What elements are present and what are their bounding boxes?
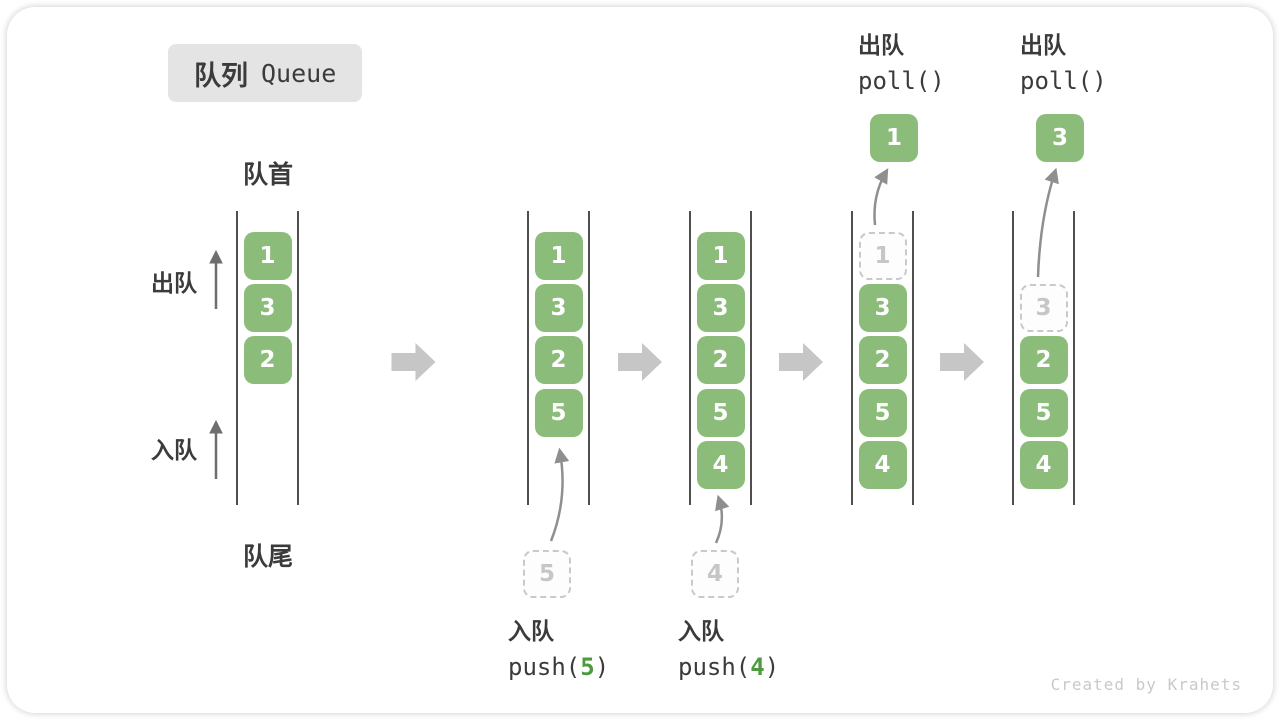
queue-item: 4 — [858, 441, 907, 489]
label-queue-rear: 队尾 — [243, 543, 294, 571]
title-badge: 队列 Queue — [168, 44, 363, 102]
queue-item: 1 — [696, 232, 745, 280]
queue-item: 2 — [696, 336, 745, 384]
operation-poll-2-cn: 出队 — [1020, 32, 1066, 58]
push-4-arg: 4 — [750, 653, 765, 681]
queue-item: 3 — [858, 284, 907, 332]
operation-push-5: 入队 push(5) — [508, 612, 609, 681]
operation-poll-2-code: poll() — [1020, 67, 1107, 95]
push-5-arg: 5 — [580, 653, 595, 681]
operation-poll-1-cn: 出队 — [858, 32, 904, 58]
queue-item: 2 — [243, 336, 292, 384]
staged-item-5: 5 — [523, 550, 571, 598]
queue-item: 3 — [243, 284, 292, 332]
queue-item: 5 — [696, 389, 745, 437]
diagram-card — [7, 7, 1273, 713]
operation-push-5-cn: 入队 — [508, 618, 554, 644]
queue-item: 3 — [534, 284, 583, 332]
watermark: Created by Krahets — [1050, 675, 1242, 694]
label-dequeue-side: 出队 — [151, 270, 197, 296]
operation-poll-1-code: poll() — [858, 67, 945, 95]
queue-item: 5 — [534, 389, 583, 437]
queue-item: 1 — [534, 232, 583, 280]
operation-push-4-cn: 入队 — [678, 618, 724, 644]
operation-push-4: 入队 push(4) — [678, 612, 779, 681]
queue-item: 4 — [1019, 441, 1068, 489]
label-queue-front: 队首 — [243, 161, 294, 189]
title-en: Queue — [261, 58, 337, 88]
staged-item-4: 4 — [691, 550, 739, 598]
operation-push-5-code: push(5) — [508, 653, 610, 681]
dequeued-item-3: 3 — [1036, 114, 1084, 162]
operation-poll-1: 出队 poll() — [858, 26, 945, 95]
operation-push-4-code: push(4) — [678, 653, 780, 681]
operation-poll-2: 出队 poll() — [1020, 26, 1107, 95]
queue-slot-dashed: 3 — [1019, 284, 1068, 332]
queue-slot-dashed: 1 — [858, 232, 907, 280]
queue-item: 5 — [858, 389, 907, 437]
queue-item: 2 — [1019, 336, 1068, 384]
dequeued-item-1: 1 — [870, 114, 918, 162]
title-cn: 队列 — [194, 60, 248, 91]
queue-item: 3 — [696, 284, 745, 332]
queue-item: 2 — [858, 336, 907, 384]
queue-item: 4 — [696, 441, 745, 489]
queue-item: 5 — [1019, 389, 1068, 437]
queue-item: 2 — [534, 336, 583, 384]
label-enqueue-side: 入队 — [151, 437, 197, 463]
queue-item: 1 — [243, 232, 292, 280]
